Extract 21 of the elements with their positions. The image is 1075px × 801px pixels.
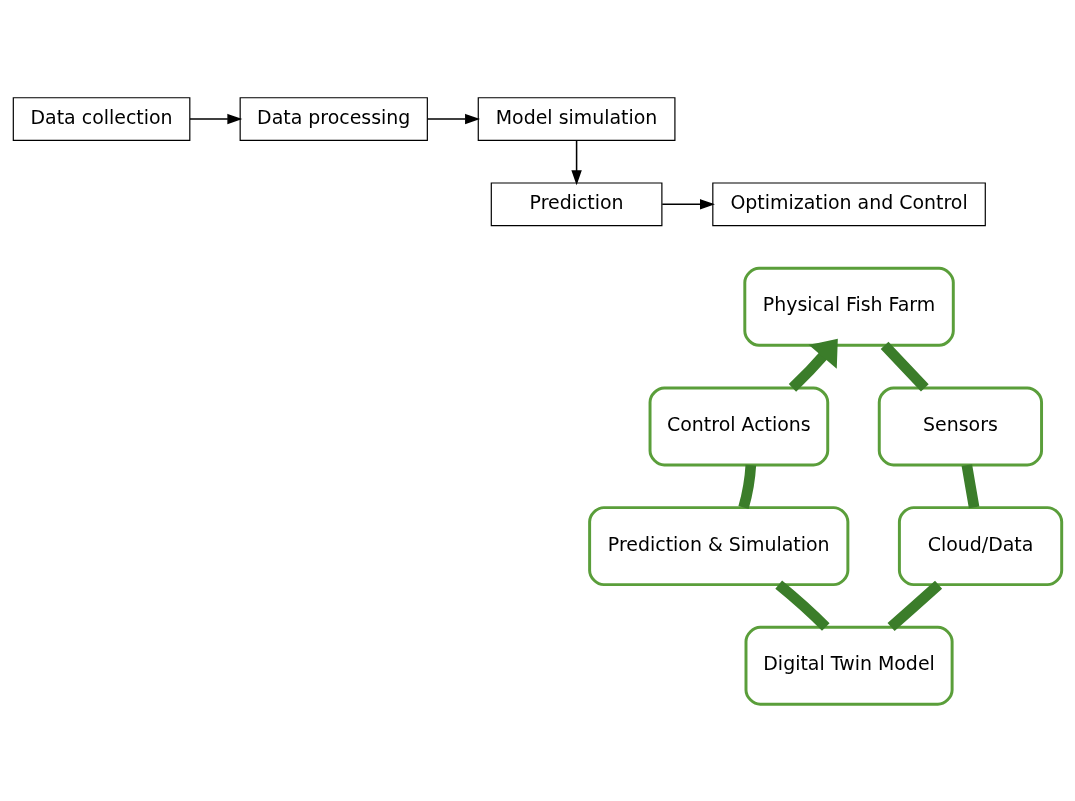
arrow [571, 139, 582, 185]
node-box: Data collection [12, 96, 191, 141]
connector [887, 580, 943, 631]
node-box: Cloud/Data [897, 505, 1064, 586]
arrow [788, 338, 838, 392]
node-box: Optimization and Control [712, 181, 986, 226]
connector [880, 341, 929, 391]
connector [961, 463, 980, 508]
node-box: Prediction [490, 181, 663, 226]
node-box: Prediction & Simulation [588, 505, 850, 586]
connector [775, 580, 830, 631]
arrow [189, 113, 243, 124]
arrow [661, 198, 715, 210]
node-box: Model simulation [477, 96, 676, 141]
node-box: Physical Fish Farm [743, 266, 955, 347]
node-box: Data processing [239, 96, 428, 141]
node-box: Sensors [877, 386, 1044, 466]
connector [738, 464, 757, 509]
node-box: Control Actions [648, 386, 830, 466]
arrow [426, 113, 481, 124]
node-box: Digital Twin Model [744, 625, 954, 706]
